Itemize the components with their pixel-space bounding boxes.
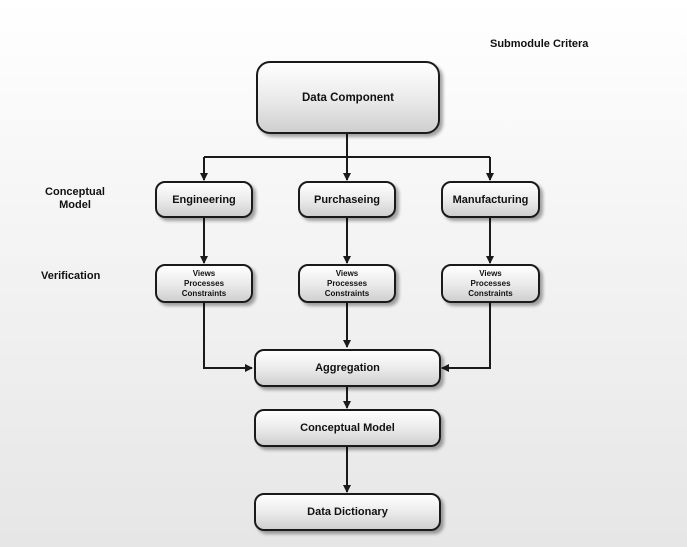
verify-processes-label: Processes — [183, 278, 225, 288]
verify-views-label: Views — [335, 268, 359, 278]
row-label-verification: Verification — [41, 270, 101, 282]
node-manufacturing: Manufacturing — [441, 181, 540, 218]
verify-constraints-label: Constraints — [468, 288, 513, 298]
verify-processes-label: Processes — [470, 278, 511, 288]
arrow-right-verify-to-aggregation — [441, 302, 491, 372]
verify-processes-label: Processes — [326, 278, 368, 288]
node-engineering: Engineering — [155, 181, 253, 218]
node-verify-manufacturing: Views Processes Constraints — [441, 264, 540, 303]
node-verify-purchasing: Views Processes Constraints — [298, 264, 396, 303]
submodule-criteria-label: Submodule Critera — [490, 38, 589, 50]
node-data-component: Data Component — [256, 61, 440, 134]
verify-views-label: Views — [192, 268, 216, 278]
verify-constraints-label: Constraints — [181, 288, 227, 298]
node-verify-engineering: Views Processes Constraints — [155, 264, 253, 303]
node-data-dictionary: Data Dictionary — [254, 493, 441, 531]
row-label-conceptual-model: Conceptual Model — [45, 186, 105, 211]
node-conceptual-model: Conceptual Model — [254, 409, 441, 447]
verify-views-label: Views — [479, 268, 502, 278]
node-aggregation: Aggregation — [254, 349, 441, 387]
arrow-left-verify-to-aggregation — [203, 302, 253, 372]
verify-constraints-label: Constraints — [324, 288, 370, 298]
node-purchasing: Purchaseing — [298, 181, 396, 218]
